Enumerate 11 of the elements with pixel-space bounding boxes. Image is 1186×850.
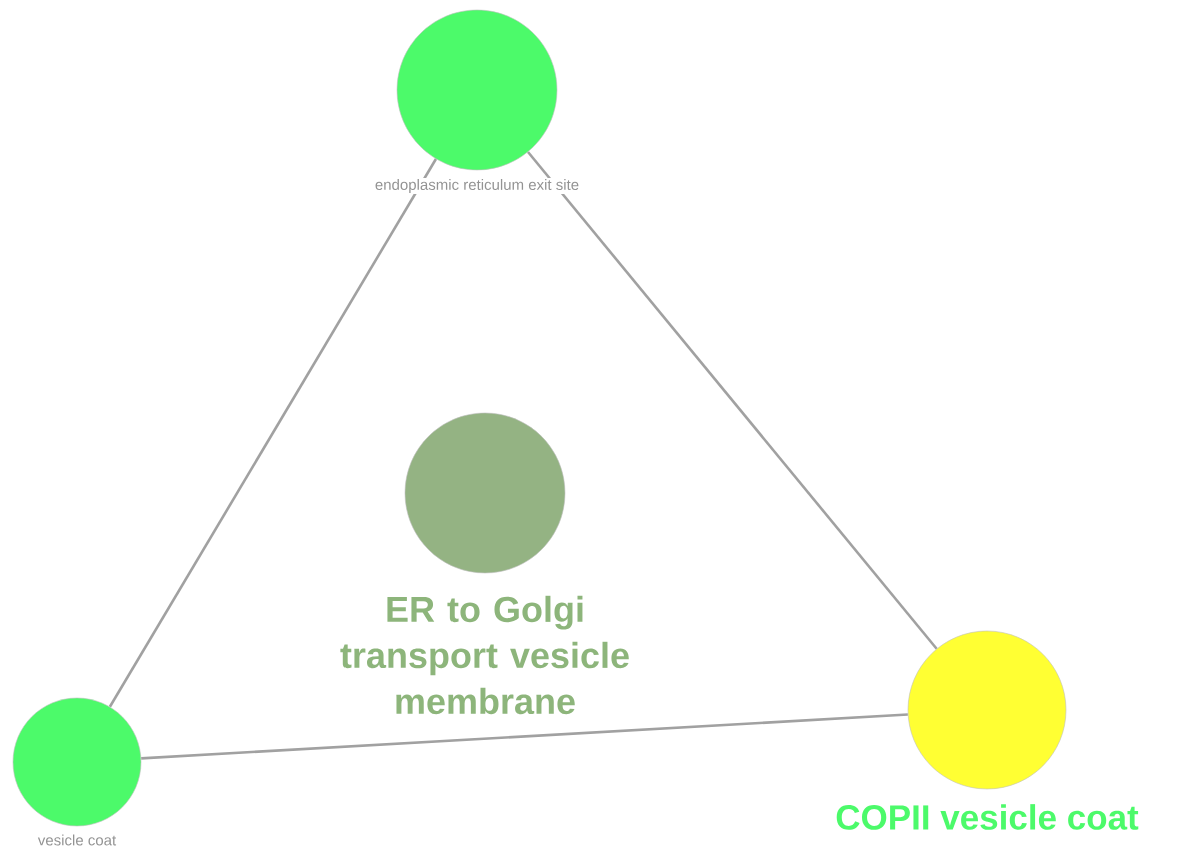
node-label: COPII vesicle coat [836,804,1139,830]
connector-line [527,151,938,650]
circle-node [907,630,1067,790]
connector-line [141,713,908,760]
circle-node [396,9,558,171]
node-label: ER to Golgi transport vesicle membrane [340,595,629,715]
node-label: vesicle coat [36,833,118,847]
connector-line [108,158,438,708]
node-label: endoplasmic reticulum exit site [373,178,581,194]
circle-node [404,412,566,574]
circle-node [12,697,142,827]
